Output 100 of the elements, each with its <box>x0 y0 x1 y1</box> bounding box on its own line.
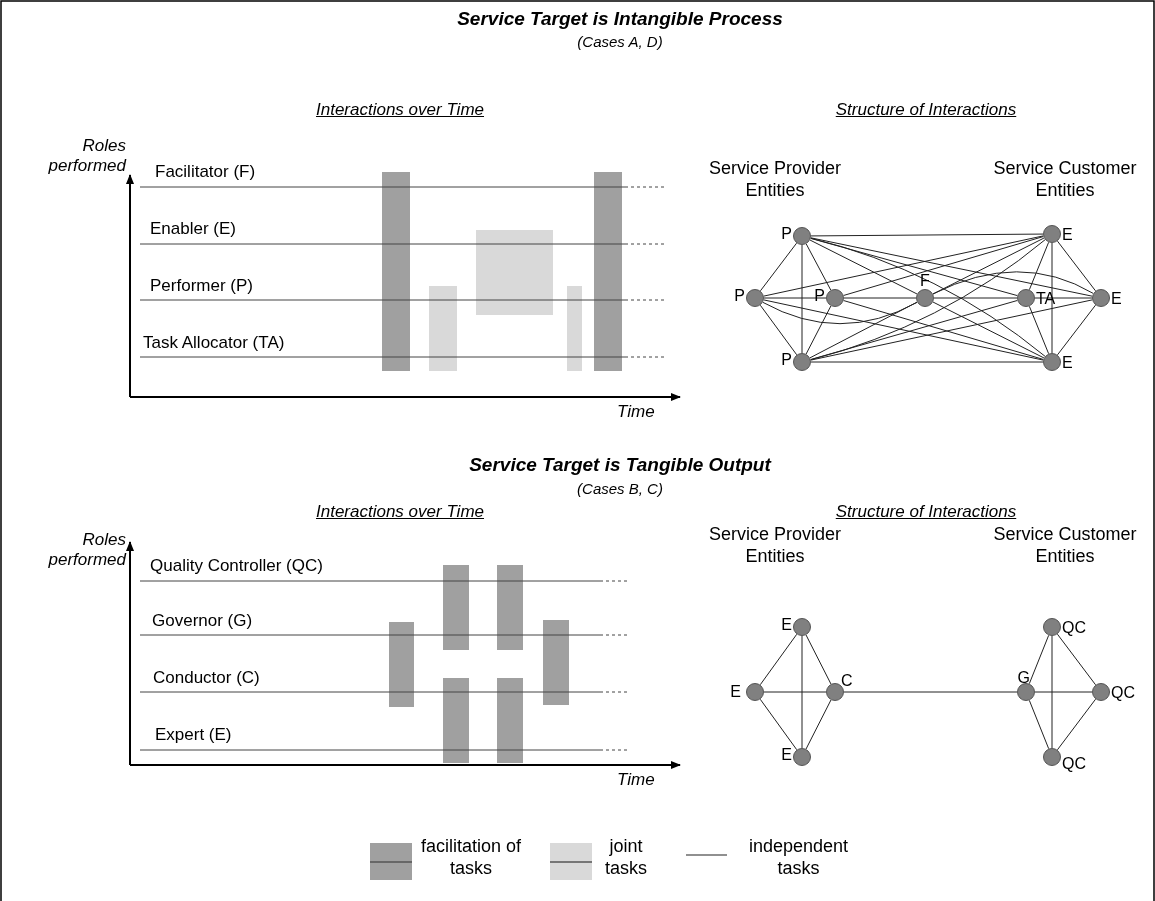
connector-line <box>932 237 1045 295</box>
connector-line <box>1034 297 1093 299</box>
entity-node <box>1092 289 1110 307</box>
entity-node <box>1043 225 1061 243</box>
panel-heading: Structure of Interactions <box>834 502 1018 523</box>
group-heading: Service Customer Entities <box>992 158 1138 202</box>
connector-line <box>1028 305 1050 355</box>
legend-label: joint tasks <box>604 836 648 880</box>
node-letter: G <box>1017 669 1030 687</box>
entity-node <box>793 618 811 636</box>
connector-line <box>809 301 918 359</box>
node-letter: E <box>781 616 792 634</box>
axis-label: Roles performed <box>47 136 126 177</box>
node-letter: E <box>1062 226 1073 244</box>
node-letter: P <box>734 287 745 305</box>
entity-node <box>1043 353 1061 371</box>
group-heading: Service Provider Entities <box>707 524 842 568</box>
connector-line <box>810 299 1093 361</box>
connector-line <box>801 635 803 749</box>
connector-line <box>932 301 1045 359</box>
group-heading: Service Customer Entities <box>992 524 1138 568</box>
entity-node <box>1017 289 1035 307</box>
entity-node <box>746 289 764 307</box>
panel-heading: Structure of Interactions <box>834 100 1018 121</box>
connector-line <box>933 297 1018 299</box>
connector-line <box>763 297 827 299</box>
connector-line <box>759 304 798 356</box>
node-letter: P <box>814 287 825 305</box>
entity-node <box>793 748 811 766</box>
section-title: Service Target is Intangible Process <box>456 8 784 31</box>
connector-line <box>1028 634 1050 685</box>
entity-node <box>793 227 811 245</box>
node-letter: E <box>781 746 792 764</box>
role-label: Performer (P) <box>150 276 253 297</box>
connector-line <box>810 237 1093 297</box>
entity-node <box>746 683 764 701</box>
node-letter: QC <box>1062 619 1086 637</box>
axis-label: Roles performed <box>47 530 126 571</box>
connector-line <box>1034 691 1093 693</box>
connector-line <box>810 361 1044 363</box>
role-label: Task Allocator (TA) <box>143 333 285 354</box>
connector-line <box>805 243 832 291</box>
axis-label: Time <box>617 770 655 791</box>
connector-line <box>759 633 798 686</box>
connector-line <box>759 242 798 292</box>
connector-line <box>1056 633 1097 686</box>
connector-line <box>1051 635 1053 749</box>
entity-node <box>1092 683 1110 701</box>
node-letter: E <box>1111 290 1122 308</box>
axis-label: Time <box>617 402 655 423</box>
legend-label: independent tasks <box>747 836 850 880</box>
panel-heading: Interactions over Time <box>315 100 485 121</box>
connector-line <box>1056 698 1097 751</box>
panel-heading: Interactions over Time <box>315 502 485 523</box>
connector-line <box>1056 304 1097 356</box>
connector-line <box>763 235 1044 297</box>
node-letter: E <box>1062 354 1073 372</box>
entity-node <box>1043 618 1061 636</box>
node-letter: P <box>781 225 792 243</box>
node-letter: E <box>730 683 741 701</box>
connector-line <box>843 300 1044 360</box>
node-letter: TA <box>1036 290 1056 308</box>
node-letter: P <box>781 351 792 369</box>
role-label: Conductor (C) <box>153 668 260 689</box>
connector-line <box>810 233 1044 237</box>
node-letter: QC <box>1111 684 1135 702</box>
connector-line <box>763 299 1044 361</box>
connector-line <box>809 239 918 295</box>
connector-line <box>805 634 832 685</box>
connector-line <box>763 691 827 693</box>
role-label: Governor (G) <box>152 611 253 632</box>
role-label: Facilitator (F) <box>155 162 256 183</box>
role-label: Expert (E) <box>155 725 232 746</box>
node-letter: QC <box>1062 755 1086 773</box>
connector-line <box>810 237 1018 297</box>
node-letter: C <box>841 672 853 690</box>
section-title: Service Target is Tangible Output <box>468 454 773 477</box>
connector-line <box>843 236 1044 296</box>
group-heading: Service Provider Entities <box>707 158 842 202</box>
connector-line <box>759 698 798 751</box>
connector-line <box>1028 699 1050 750</box>
role-label: Quality Controller (QC) <box>150 556 323 577</box>
entity-node <box>793 353 811 371</box>
entity-node <box>1043 748 1061 766</box>
connector-line <box>843 691 1018 693</box>
entity-node <box>826 289 844 307</box>
connector-line <box>1051 242 1053 354</box>
connector-line <box>843 297 917 299</box>
entity-node <box>1017 683 1035 701</box>
section-subtitle: (Cases A, D) <box>576 33 664 51</box>
role-label: Enabler (E) <box>150 219 236 240</box>
section-subtitle: (Cases B, C) <box>576 480 664 498</box>
connector-line <box>805 305 832 355</box>
connector-line <box>801 244 803 354</box>
entity-node <box>916 289 934 307</box>
connector-line <box>1056 240 1097 292</box>
connector-line <box>810 299 1018 361</box>
connector-line <box>1028 241 1050 291</box>
connector-line <box>805 699 832 750</box>
entity-node <box>826 683 844 701</box>
